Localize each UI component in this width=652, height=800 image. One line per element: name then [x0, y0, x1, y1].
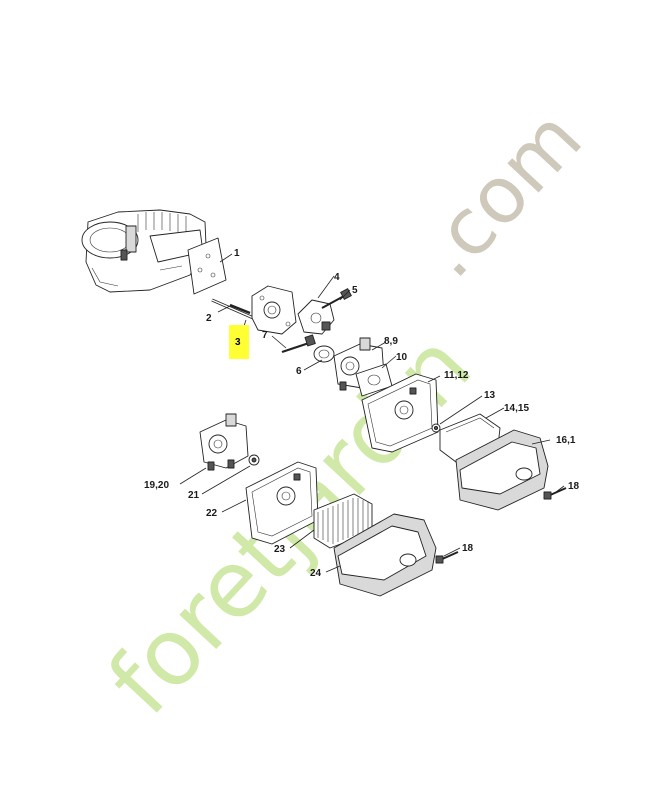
part-21-fitting — [248, 454, 260, 466]
label-part-8-9: 8,9 — [384, 336, 398, 347]
engine-crankcase — [81, 209, 207, 293]
part-2-stud — [211, 298, 259, 322]
label-part-14-15: 14,15 — [504, 403, 529, 414]
label-part-7: 7 — [262, 330, 268, 341]
label-part-16: 16,1 — [556, 435, 576, 446]
label-part-2: 2 — [206, 313, 212, 324]
intake-flange — [251, 285, 297, 335]
leader-lines — [179, 253, 565, 573]
label-part-10: 10 — [396, 352, 408, 363]
part-4-bracket — [297, 299, 335, 335]
label-part-11-12: 11,12 — [444, 370, 469, 381]
part-3-stud — [229, 303, 251, 315]
label-part-21: 21 — [188, 490, 200, 501]
label-part-4: 4 — [334, 272, 340, 283]
label-part-18-lower: 18 — [462, 543, 474, 554]
part-6-gasket — [313, 345, 335, 363]
label-part-19-20: 19,20 — [144, 480, 169, 491]
part-labels: 1 2 3 4 5 6 7 8,9 10 11,12 13 14,15 16,1… — [144, 248, 580, 579]
part-19-20-carburettor — [199, 413, 249, 471]
part-16-cover — [455, 429, 549, 511]
label-part-5: 5 — [352, 285, 358, 296]
label-part-22: 22 — [206, 508, 218, 519]
part-11-12-filter-housing — [361, 373, 439, 453]
part-18-screw-lower — [435, 551, 459, 564]
part-24-cover — [333, 513, 437, 597]
part-22-filter-housing — [245, 461, 319, 545]
watermark: foretjardin .com — [88, 94, 600, 735]
part-7-bolt — [281, 334, 316, 354]
label-part-23: 23 — [274, 544, 286, 555]
label-part-3: 3 — [235, 337, 241, 348]
label-part-13: 13 — [484, 390, 496, 401]
part-13-washer — [431, 423, 441, 433]
part-1-gasket-plate — [187, 237, 227, 295]
label-part-24: 24 — [310, 568, 322, 579]
part-18-screw-upper — [543, 487, 567, 500]
part-3-highlight — [229, 325, 249, 359]
label-part-6: 6 — [296, 366, 302, 377]
part-5-screw — [321, 288, 352, 309]
label-part-1: 1 — [234, 248, 240, 259]
label-part-18-upper: 18 — [568, 481, 580, 492]
watermark-domain: .com — [403, 94, 599, 295]
